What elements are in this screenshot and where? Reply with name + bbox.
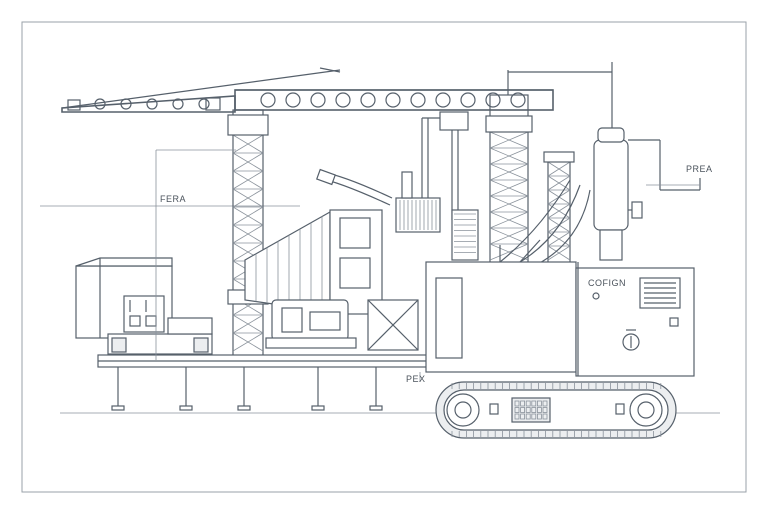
grille-cell [520,413,525,420]
lattice-brace [232,134,264,154]
lattice-brace [489,243,529,261]
control-cabinet [75,257,213,355]
grille-cell [537,400,542,407]
jib-hole [360,92,376,108]
grille-cell [520,400,525,407]
track-callout-label: PEX [406,374,426,384]
jib-panel [67,99,81,111]
dimension-lines [155,149,700,382]
jib-hole [120,98,132,110]
crawler-track [435,381,677,439]
main-housing: COFIGN [425,239,695,377]
drawing-frame [21,21,747,493]
grille-cell [537,407,542,413]
lattice-brace [547,161,571,177]
panel-label: COFIGN [588,278,626,288]
grille-cell [525,413,531,420]
jib-hole [94,98,106,110]
lattice-brace [232,224,264,244]
leg-foot [111,405,125,411]
leg-foot [369,405,383,411]
small-lattice-column [543,151,575,271]
jib-hole [460,92,476,108]
jib-hole [510,92,526,108]
platform-deck [97,354,431,411]
jib-hole [260,92,276,108]
grille-cell [542,407,548,413]
lattice-brace [232,170,264,190]
lattice-brace [489,131,529,149]
jib-hole [435,92,451,108]
lattice-brace [547,245,571,261]
jib-panel [205,97,221,111]
grille-cell [525,400,531,407]
leg-foot [237,405,251,411]
lattice-brace [489,179,529,197]
lattice-brace [489,195,529,213]
lattice-brace [232,206,264,226]
grille-cell [542,413,548,420]
grille-cell [531,400,537,407]
jib-hole [172,98,184,110]
lattice-brace [547,175,571,191]
jib-hole [285,92,301,108]
hydraulic-hoses [316,111,591,269]
grille-cell [514,407,520,413]
vent-grille [639,277,681,309]
lattice-brace [489,211,529,229]
jib-hole [146,98,158,110]
engine-block [265,299,419,351]
lattice-brace [489,163,529,181]
conical-drum [244,209,383,315]
jib-hole [198,98,210,110]
lattice-brace [232,242,264,262]
grille-cell [520,407,525,413]
grille-cell [514,400,520,407]
right-lattice-tower [485,62,613,266]
lattice-brace [547,203,571,219]
lattice-brace [489,227,529,245]
lattice-brace [232,314,264,334]
jib-hole [485,92,501,108]
vertical-tank [593,127,701,261]
leg-foot [179,405,193,411]
grille-cell [531,407,537,413]
lattice-brace [489,147,529,165]
grille-cell [525,407,531,413]
grille-cell [531,413,537,420]
grille-cell [542,400,548,407]
right-callout-label: PREA [686,164,713,174]
left-callout-label: FERA [160,194,186,204]
crane-jib [61,67,554,113]
jib-hole [410,92,426,108]
lattice-brace [232,332,264,352]
lattice-brace [547,231,571,247]
grille-cell [514,413,520,420]
grille-cell [537,413,542,420]
jib-hole [335,92,351,108]
left-lattice-tower [227,109,269,361]
radiator [395,171,479,261]
leg-foot [311,405,325,411]
lattice-brace [232,152,264,172]
jib-hole [385,92,401,108]
lattice-brace [232,188,264,208]
jib-hole [310,92,326,108]
